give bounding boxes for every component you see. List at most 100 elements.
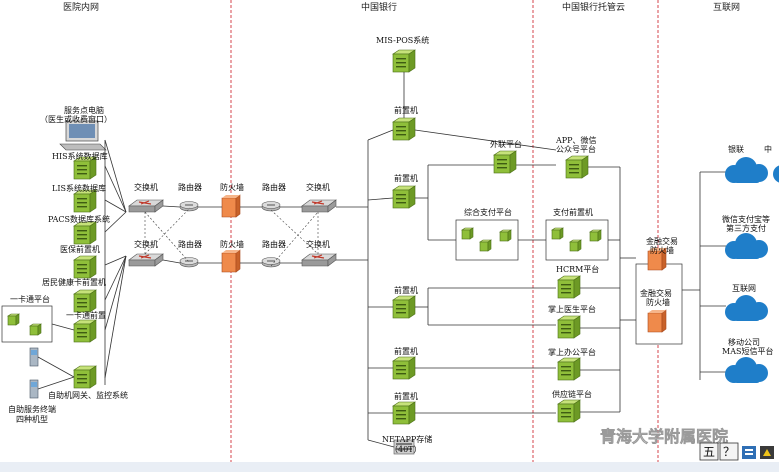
card-platform-server-icon bbox=[29, 323, 42, 336]
cloud-icon bbox=[725, 157, 768, 183]
app-platform-server-icon bbox=[565, 155, 589, 179]
front-label: 前置机 bbox=[394, 285, 418, 295]
switch-icon bbox=[301, 199, 337, 213]
cloud-icon bbox=[773, 157, 779, 183]
zone-internet-label: 互联网 bbox=[713, 2, 740, 13]
help-button[interactable] bbox=[719, 442, 739, 461]
front-server-icon bbox=[392, 356, 416, 380]
switch-label: 交换机 bbox=[134, 182, 158, 192]
card-platform-server-icon bbox=[7, 313, 20, 326]
card-platform-label: 一卡通平台 bbox=[10, 294, 50, 304]
internet-label: 中 bbox=[764, 144, 772, 154]
pay-front-server-icon bbox=[551, 227, 564, 240]
financial-firewall-label: 金融交易 bbox=[646, 236, 678, 246]
office-label: 掌上办公平台 bbox=[548, 347, 596, 357]
router-icon bbox=[261, 201, 281, 212]
router-label: 路由器 bbox=[178, 182, 202, 192]
ime-mode-glyph: 五 bbox=[703, 445, 715, 459]
unionpay-label: 银联 bbox=[728, 144, 744, 154]
cloud-icon bbox=[725, 233, 768, 259]
switch-label: 交换机 bbox=[134, 239, 158, 249]
pacs-label: PACS数据库系统 bbox=[48, 214, 110, 224]
lis-label: LIS系统数据库 bbox=[52, 183, 106, 193]
front-server-icon bbox=[392, 295, 416, 319]
firewall-label: 防火墙 bbox=[220, 182, 244, 192]
kiosk-label: 自助服务终端 bbox=[8, 404, 56, 414]
payment-server-icon bbox=[499, 229, 512, 242]
firewall-icon bbox=[221, 249, 241, 273]
insurance-server-icon bbox=[73, 255, 97, 279]
payment-server-icon bbox=[461, 227, 474, 240]
storage-label: NETAPP存储 bbox=[382, 434, 432, 444]
watermark: 青海大学附属医院 bbox=[572, 427, 728, 447]
card-front-server-icon bbox=[73, 319, 97, 343]
computer-icon bbox=[59, 120, 107, 151]
switch-icon bbox=[128, 199, 164, 213]
switch-icon bbox=[128, 253, 164, 267]
zone-hospital-label: 医院内网 bbox=[63, 1, 99, 13]
app-platform-label: APP、微信 bbox=[555, 135, 597, 145]
supply-server-icon bbox=[557, 399, 581, 423]
gateway-server-icon bbox=[73, 365, 97, 389]
third-party-pay-label: 微信支付宝等 bbox=[722, 214, 770, 224]
storage-sub-label: （40T） bbox=[390, 445, 422, 454]
help-glyph: ？ bbox=[723, 445, 735, 459]
internet-cloud-label: 互联网 bbox=[732, 284, 756, 293]
mis-pos-label: MIS-POS系统 bbox=[376, 35, 429, 45]
router-icon bbox=[179, 201, 199, 212]
front-label: 前置机 bbox=[394, 391, 418, 401]
router-label: 路由器 bbox=[178, 239, 202, 249]
hcrm-label: HCRM平台 bbox=[556, 264, 599, 274]
router-label: 路由器 bbox=[262, 182, 286, 192]
pay-front-label: 支付前置机 bbox=[553, 207, 593, 217]
his-label: HIS系统数据库 bbox=[52, 151, 108, 161]
zone-bank-label: 中国银行 bbox=[361, 1, 397, 13]
switch-label: 交换机 bbox=[306, 182, 330, 192]
mis-pos-server-icon bbox=[392, 49, 416, 73]
supply-label: 供应链平台 bbox=[552, 389, 592, 399]
front-label: 前置机 bbox=[394, 346, 418, 356]
watermark-text: 青海大学附属医院 bbox=[600, 427, 728, 446]
cloud-icon bbox=[725, 357, 768, 383]
external-platform-label: 外联平台 bbox=[490, 139, 522, 149]
insurance-label: 医保前置机 bbox=[60, 244, 100, 254]
front-server-icon bbox=[392, 185, 416, 209]
third-party-pay-label: 第三方支付 bbox=[726, 223, 766, 233]
router-label: 路由器 bbox=[262, 239, 286, 249]
front-label: 前置机 bbox=[394, 173, 418, 183]
service-pc-sub-label: （医生或收费窗口） bbox=[40, 114, 112, 124]
financial-firewall-label: 防火墙 bbox=[646, 297, 670, 307]
pay-front-server-icon bbox=[569, 239, 582, 252]
resident-card-label: 居民健康卡前置机 bbox=[42, 277, 106, 287]
pay-front-server-icon bbox=[589, 229, 602, 242]
sms-platform-label: 移动公司 bbox=[728, 337, 760, 347]
financial-firewall-label: 金融交易 bbox=[640, 288, 672, 298]
payment-platform-label: 综合支付平台 bbox=[464, 207, 512, 217]
router-icon bbox=[179, 257, 199, 268]
resident-card-server-icon bbox=[73, 289, 97, 313]
card-front-label: 一卡通前置 bbox=[66, 310, 106, 320]
kiosk-icon bbox=[29, 347, 39, 399]
external-platform-server-icon bbox=[493, 150, 517, 174]
toolbar-icon[interactable] bbox=[742, 446, 756, 459]
switch-icon bbox=[301, 253, 337, 267]
financial-firewall-label: 防火墙 bbox=[650, 245, 674, 255]
sms-platform-label: MAS短信平台 bbox=[722, 346, 773, 356]
zone-cloud-label: 中国银行托管云 bbox=[562, 1, 625, 13]
pacs-server-icon bbox=[73, 221, 97, 245]
doctor-label: 掌上医生平台 bbox=[548, 304, 596, 314]
hcrm-server-icon bbox=[557, 275, 581, 299]
bottom-bar bbox=[0, 462, 779, 472]
toolbar-icon[interactable] bbox=[760, 446, 774, 459]
lis-server-icon bbox=[73, 189, 97, 213]
firewall-icon bbox=[221, 194, 241, 218]
financial-firewall-icon bbox=[647, 309, 667, 333]
ime-mode-button[interactable] bbox=[699, 442, 719, 461]
payment-server-icon bbox=[479, 239, 492, 252]
cloud-icon bbox=[725, 295, 768, 321]
gateway-label: 自助机网关、监控系统 bbox=[48, 390, 128, 400]
front-server-icon bbox=[392, 117, 416, 141]
service-pc-label: 服务点电脑 bbox=[64, 105, 104, 115]
doctor-server-icon bbox=[557, 315, 581, 339]
